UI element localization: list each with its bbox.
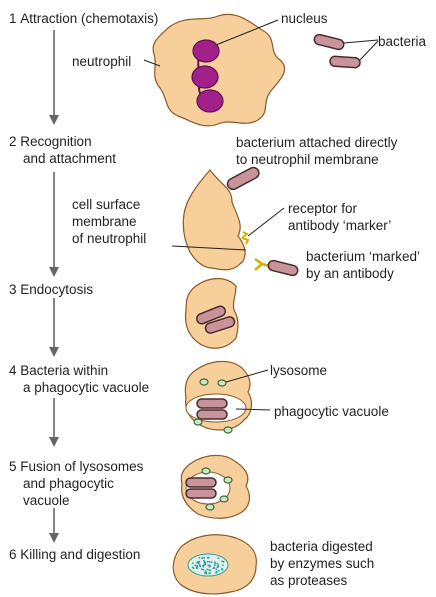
lysosome-2 (218, 380, 226, 386)
digest-fragment-dot (221, 560, 223, 562)
digest-fragment-dot (214, 563, 216, 565)
digest-fragment-dot (218, 557, 220, 559)
digest-fragment-dot (206, 569, 208, 571)
bacterium-free-1 (313, 34, 345, 51)
digest-fragment-dot (222, 565, 224, 567)
lysosome-label: lysosome (270, 362, 327, 379)
lysosome-1 (200, 379, 208, 385)
digest-fragment-dot (197, 561, 199, 563)
bacterium-in-vacuole-1 (197, 399, 227, 408)
stage5-fusion (181, 455, 249, 518)
stage1-neutrophil (144, 14, 378, 125)
bacteria-leader-2 (360, 41, 378, 60)
bacterium-free-2 (330, 56, 361, 68)
fusing-lysosome-1 (202, 468, 210, 474)
fusing-lysosome-3 (220, 496, 228, 502)
digest-fragment-dot (216, 566, 218, 568)
neutrophil-label: neutrophil (72, 53, 131, 70)
step1-title: 1 Attraction (chemotaxis) (9, 10, 158, 27)
fusing-lysosome-4 (206, 504, 214, 510)
digest-fragment-dot (203, 560, 205, 562)
stage4-vacuole (185, 361, 270, 433)
stage2-attachment (172, 166, 299, 277)
digest-fragment-dot (205, 570, 207, 572)
digest-fragment-dot (209, 565, 211, 567)
digest-fragment-dot (192, 562, 194, 564)
digest-fragment-dot (203, 564, 205, 566)
digest-fragment-dot (216, 571, 218, 573)
antibody-receptor (242, 232, 248, 244)
digest-fragment-dot (192, 566, 194, 568)
bacterium-fusing-2 (186, 489, 216, 498)
fusing-lysosome-2 (224, 477, 232, 483)
digest-fragment-dot (209, 572, 211, 574)
digest-fragment-dot (212, 567, 214, 569)
digest-fragment-dot (194, 565, 196, 567)
nucleus-lobe-2 (192, 66, 218, 88)
marked-label: bacterium ‘marked’by an antibody (306, 248, 420, 282)
nucleus-label: nucleus (281, 10, 328, 27)
bacterium-marked (267, 260, 299, 277)
bacteria-leader-1 (344, 40, 378, 43)
vacuole-label: phagocytic vacuole (274, 403, 389, 420)
receptor-leader (248, 208, 284, 236)
digest-fragment-dot (198, 563, 200, 565)
nucleus-lobe-3 (197, 90, 223, 112)
digest-fragment-dot (207, 561, 209, 563)
digest-fragment-dot (199, 557, 201, 559)
digest-fragment-dot (214, 561, 216, 563)
digest-fragment-dot (211, 561, 213, 563)
bacterium-attached (226, 166, 261, 192)
digest-fragment-dot (199, 565, 201, 567)
digest-fragment-dot (216, 563, 218, 565)
step3-title: 3 Endocytosis (9, 281, 93, 298)
digest-fragment-dot (207, 557, 209, 559)
digest-fragment-dot (215, 568, 217, 570)
digest-fragment-dot (203, 557, 205, 559)
digest-fragment-dot (207, 564, 209, 566)
digest-fragment-dot (204, 562, 206, 564)
digest-fragment-dot (203, 569, 205, 571)
lysosome-4 (224, 427, 232, 433)
digest-fragment-dot (214, 565, 216, 567)
digest-fragment-dot (221, 569, 223, 571)
bacterium-fusing-1 (186, 478, 216, 487)
step6-title: 6 Killing and digestion (9, 546, 140, 563)
nucleus-lobe-1 (193, 40, 219, 62)
bacteria-label: bacteria (378, 33, 426, 50)
digest-fragment-dot (196, 565, 198, 567)
stage3-endocytosis (186, 279, 238, 349)
digest-fragment-dot (217, 564, 219, 566)
bacterium-in-vacuole-2 (197, 410, 227, 419)
digest-fragment-dot (203, 566, 205, 568)
digest-fragment-dot (208, 569, 210, 571)
digest-fragment-dot (201, 557, 203, 559)
digest-fragment-dot (218, 570, 220, 572)
digest-fragment-dot (209, 561, 211, 563)
digest-fragment-dot (205, 573, 207, 575)
stage6-digestion (173, 535, 256, 594)
lysosome-3 (194, 419, 202, 425)
